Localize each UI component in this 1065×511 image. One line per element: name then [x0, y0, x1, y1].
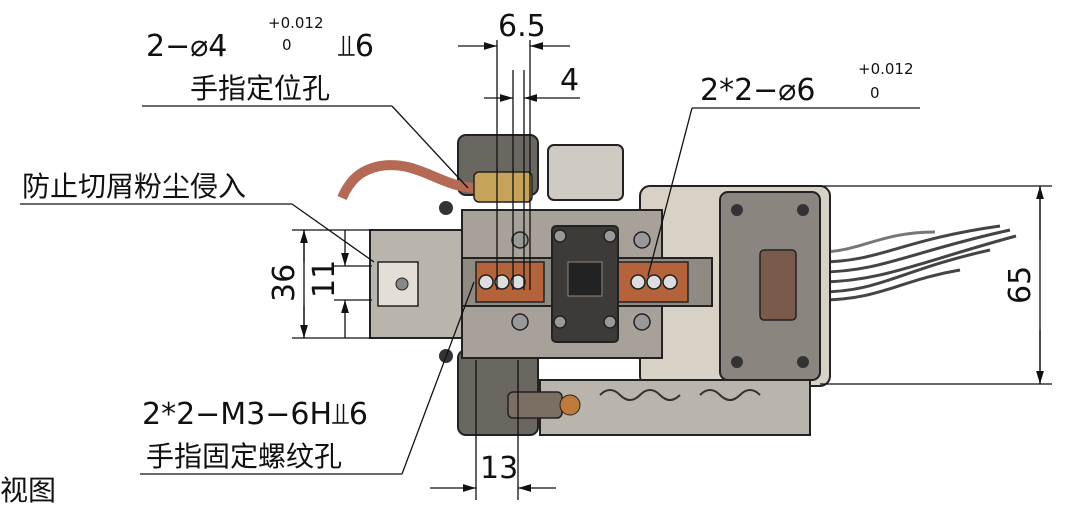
dim-top-width-a: 6.5 — [498, 9, 546, 44]
bracket-screw — [439, 201, 453, 215]
finger-screws — [478, 274, 678, 290]
dimension-lines — [292, 40, 1052, 500]
bottom-thread-dim: 2*2−M3−6H⫫6 — [142, 397, 368, 432]
cover-screw — [731, 356, 743, 368]
top-hole-dim: 2−⌀4 — [146, 29, 227, 64]
air-hose — [337, 160, 479, 201]
dim-left-height-b: 11 — [307, 260, 342, 298]
gripper-assembly — [337, 134, 1017, 436]
bottom-cap — [559, 394, 581, 416]
corner-view-label: 俯视图 — [0, 474, 56, 506]
top-hole-callout: 2−⌀4 +0.012 0 ⫫6 手指定位孔 — [146, 14, 374, 105]
plate-screws — [511, 229, 651, 331]
top-hole-tol-upper: +0.012 — [268, 14, 324, 32]
sensor-face — [567, 261, 603, 297]
dim-right-height: 65 — [1003, 266, 1038, 304]
right-hole-dim: 2*2−⌀6 — [700, 73, 815, 108]
top-nozzle — [547, 144, 624, 201]
callout-leaders — [20, 105, 920, 475]
cable-bundle — [819, 224, 1017, 302]
cover-screw — [731, 204, 743, 216]
top-hole-desc: 手指定位孔 — [190, 72, 330, 105]
springs — [599, 389, 761, 401]
label-plate — [759, 249, 797, 321]
right-hole-tol-lower: 0 — [870, 84, 880, 102]
dust-callout: 防止切屑粉尘侵入 — [22, 170, 246, 203]
dust-desc: 防止切屑粉尘侵入 — [22, 170, 246, 203]
cover-screw — [797, 204, 809, 216]
bottom-thread-desc: 手指固定螺纹孔 — [146, 440, 342, 473]
dim-left-height-a: 36 — [267, 264, 302, 302]
bottom-thread-callout: 2*2−M3−6H⫫6 手指固定螺纹孔 — [142, 397, 368, 473]
right-hole-tol-upper: +0.012 — [858, 60, 914, 78]
top-hole-tol-lower: 0 — [282, 36, 292, 54]
dim-bottom-width: 13 — [480, 451, 518, 486]
cover-screw — [797, 356, 809, 368]
left-clip-screw — [395, 277, 409, 291]
depth-symbol-icon: ⫫6 — [337, 29, 374, 64]
dimension-labels: 6.5 4 36 11 65 13 — [267, 9, 1038, 486]
dim-top-width-b: 4 — [560, 63, 579, 98]
brass-fitting — [473, 171, 533, 203]
right-hole-callout: 2*2−⌀6 +0.012 0 — [700, 60, 914, 108]
bottom-fitting — [507, 391, 563, 419]
bottom-plate — [539, 379, 811, 436]
